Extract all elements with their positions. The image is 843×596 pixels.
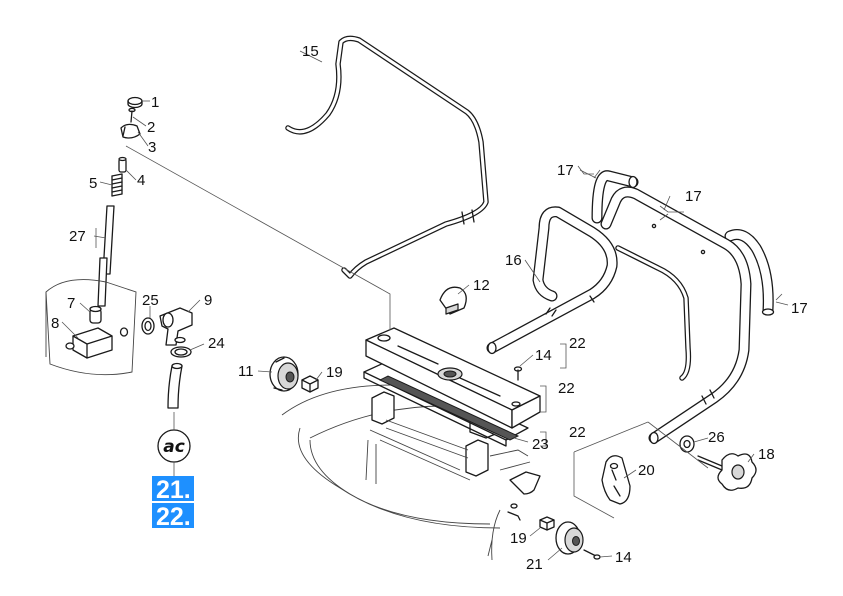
leader-lines — [61, 50, 789, 561]
part-19-nut-lower — [539, 516, 555, 531]
link-22-text: 22. — [156, 503, 191, 531]
callout-26: 26 — [708, 429, 725, 446]
part-11-hub — [269, 356, 299, 392]
callout-14-top: 14 — [535, 347, 552, 364]
part-15-wire-frame — [285, 35, 489, 279]
bracket-marks — [540, 343, 567, 447]
callout-5: 5 — [89, 175, 97, 192]
callout-9: 9 — [204, 292, 212, 309]
part-18-star-knob — [697, 453, 757, 491]
callout-11: 11 — [238, 363, 254, 380]
part-23-plate — [363, 361, 529, 447]
link-21-bg — [152, 476, 194, 501]
valve-housing — [45, 279, 137, 376]
callout-12: 12 — [473, 277, 490, 294]
part-3-knob — [120, 123, 141, 139]
link-21-text: 21. — [156, 476, 191, 504]
part-12-cap — [439, 286, 467, 315]
part-4-nozzle — [118, 156, 127, 173]
part-14-screw — [513, 366, 523, 381]
callout-24: 24 — [208, 335, 225, 352]
callout-23: 23 — [532, 436, 549, 453]
callout-19-top: 19 — [326, 364, 343, 381]
callout-labels: 1 2 3 4 5 27 7 8 25 9 24 15 12 11 19 16 … — [51, 43, 808, 573]
part-9-elbow-fitting — [159, 307, 193, 346]
callout-22-b: 22 — [558, 380, 575, 397]
hose — [167, 362, 183, 409]
part-7-sleeve — [89, 305, 102, 324]
callout-20: 20 — [638, 462, 655, 479]
main-cover — [365, 327, 541, 429]
callout-27: 27 — [69, 228, 86, 245]
callout-22-c: 22 — [569, 424, 586, 441]
callout-16: 16 — [505, 252, 522, 269]
part-21-knob — [555, 521, 584, 555]
part-26-washer — [679, 435, 695, 453]
callout-7: 7 — [67, 295, 75, 312]
guide-lines — [125, 145, 783, 519]
callout-17-c: 17 — [791, 300, 808, 317]
main-handle — [600, 186, 752, 445]
callout-18: 18 — [758, 446, 775, 463]
part-24-clamp — [170, 346, 192, 358]
callout-19-lower: 19 — [510, 530, 527, 547]
part-17-tube-right — [724, 229, 775, 316]
callout-21: 21 — [526, 556, 543, 573]
part-2-screw — [128, 107, 136, 123]
link-22[interactable]: 22. — [152, 503, 194, 531]
callout-25: 25 — [142, 292, 159, 309]
part-14-screw-lower — [583, 549, 601, 560]
part-25-ring — [141, 317, 155, 335]
part-5-spring — [111, 173, 123, 197]
callout-14-lower: 14 — [615, 549, 632, 566]
callout-4: 4 — [137, 172, 145, 189]
callout-22-a: 22 — [569, 335, 586, 352]
callout-2: 2 — [147, 119, 155, 136]
callout-8: 8 — [51, 315, 59, 332]
link-22-bg — [152, 503, 194, 528]
part-20-lever — [601, 455, 631, 505]
callout-1: 1 — [151, 94, 159, 111]
callout-17-b: 17 — [685, 188, 702, 205]
callout-3: 3 — [148, 139, 156, 156]
ac-badge: ac — [157, 429, 191, 463]
connector-bolt — [507, 503, 521, 521]
part-8-valve-block — [65, 327, 129, 359]
link-21[interactable]: 21. — [152, 476, 194, 504]
ac-badge-text: ac — [163, 437, 185, 457]
callout-17-a: 17 — [557, 162, 574, 179]
part-19-nut — [301, 375, 319, 393]
callout-15: 15 — [302, 43, 319, 60]
part-27-shaft — [97, 205, 115, 307]
part-16-handle — [486, 206, 618, 355]
part-1-cap — [127, 96, 143, 109]
